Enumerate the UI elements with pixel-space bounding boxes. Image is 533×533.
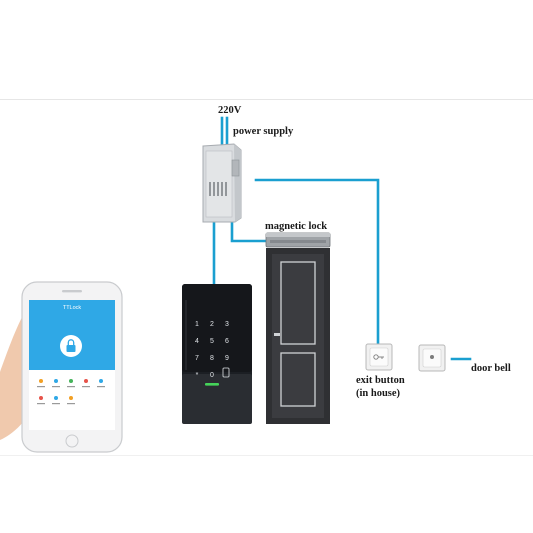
keypad-reader: 1 2 3 4 5 6 7 8 9 * 0 (182, 284, 252, 424)
door-bell-device (418, 344, 446, 372)
app-header-bar (29, 300, 115, 312)
svg-text:9: 9 (225, 355, 229, 362)
voltage-label: 220V (218, 105, 242, 116)
keypad-digits: 1 2 3 4 5 6 7 8 9 * 0 (195, 321, 229, 379)
svg-text:0: 0 (210, 372, 214, 379)
keypad-bell-icon (222, 367, 230, 378)
exit-button-label: exit button (356, 375, 405, 386)
exit-button-sublabel: (in house) (356, 388, 401, 399)
svg-text:2: 2 (210, 321, 214, 328)
app-title: TTLock (63, 305, 82, 311)
lock-wire (230, 219, 268, 243)
exit-button-wire (254, 178, 380, 345)
top-divider (0, 99, 533, 100)
svg-text:7: 7 (195, 355, 199, 362)
exit-button-device (365, 343, 393, 371)
power-supply-box (202, 143, 242, 223)
svg-text:*: * (196, 372, 199, 379)
wires (212, 116, 472, 361)
door (266, 248, 330, 424)
svg-text:5: 5 (210, 338, 214, 345)
bell-dot-icon (430, 355, 434, 359)
phone-speaker (62, 290, 82, 293)
svg-text:3: 3 (225, 321, 229, 328)
magnetic-lock (265, 232, 331, 248)
magnetic-lock-label: magnetic lock (265, 221, 328, 232)
door-bell-label: door bell (471, 363, 511, 374)
bottom-divider (0, 455, 533, 456)
keypad-status-led (205, 383, 219, 386)
svg-text:8: 8 (210, 355, 214, 362)
key-icon (373, 354, 384, 360)
smartphone: TTLock (21, 281, 123, 453)
power-supply-label: power supply (233, 126, 294, 137)
svg-text:6: 6 (225, 338, 229, 345)
app-menu-icons (37, 379, 105, 405)
door-handle (274, 333, 280, 336)
svg-text:4: 4 (195, 338, 199, 345)
lock-icon (66, 339, 76, 352)
phone-home-button (65, 434, 79, 448)
svg-text:1: 1 (195, 321, 199, 328)
